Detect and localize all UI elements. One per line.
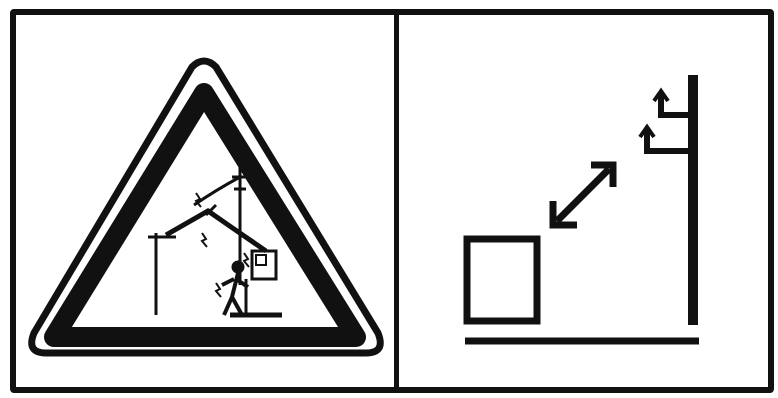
clearance-panel [399, 15, 768, 387]
overhead-line-pole-icon [640, 75, 693, 325]
double-arrow-icon [553, 165, 613, 225]
warning-triangle-icon [16, 15, 394, 375]
machine-box-icon [467, 239, 537, 321]
clearance-pictogram [399, 15, 765, 375]
warning-sign [10, 9, 774, 393]
hazard-panel [16, 15, 399, 387]
